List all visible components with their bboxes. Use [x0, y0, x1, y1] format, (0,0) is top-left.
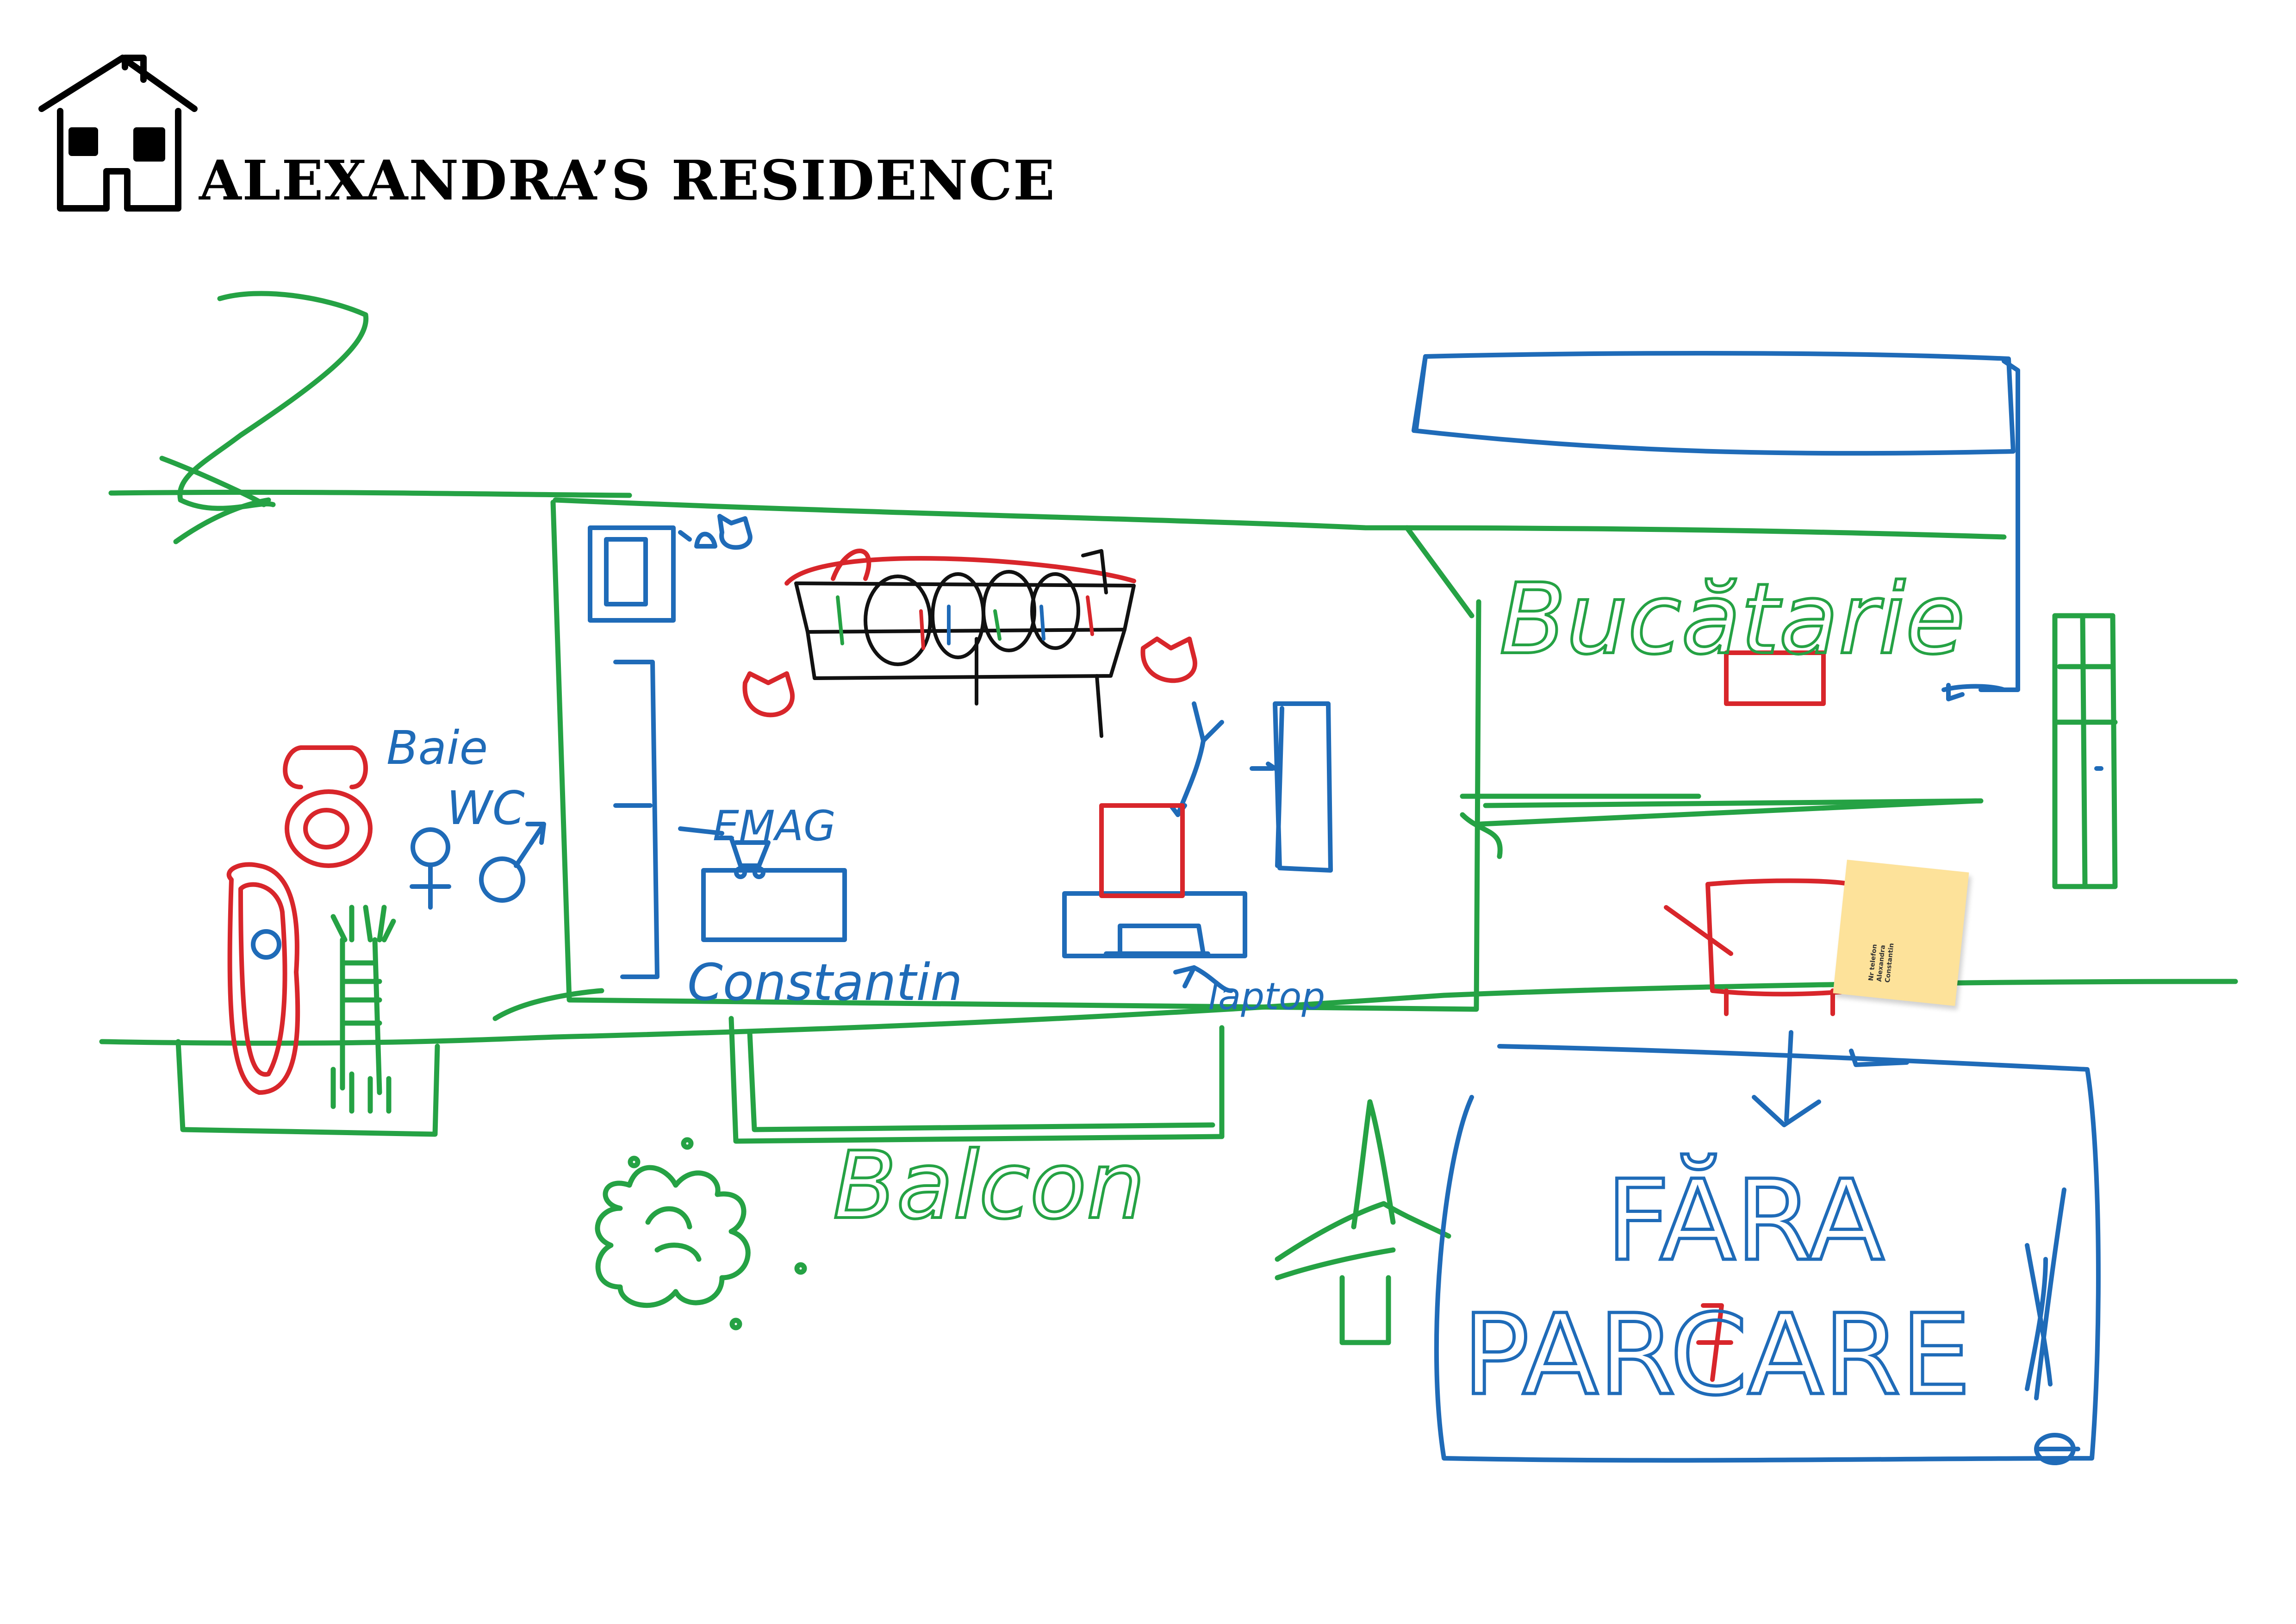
label-emag: EMAG [713, 802, 836, 850]
label-bucatarie: Bucătarie [1500, 562, 1965, 676]
label-constantin: Constantin [687, 953, 963, 1012]
house-icon [38, 55, 198, 212]
label-wc: WC [447, 781, 525, 835]
phone-sticky-note: Nr telefon Alexandra Constantin [1833, 859, 1969, 1006]
label-fara: FĂRA [1606, 1154, 1884, 1286]
label-balcon: Balcon [833, 1132, 1145, 1240]
labels: Bucătarie Baie WC EMAG Constantin laptop… [386, 561, 1972, 1422]
label-parcare: PARCARE [1462, 1290, 1971, 1420]
walls-green [99, 291, 2238, 1345]
furniture-blue [251, 351, 2103, 1465]
page-title: ALEXANDRA’S RESIDENCE [199, 148, 1056, 212]
label-baie: Baie [386, 721, 488, 775]
label-laptop: laptop [1208, 975, 1325, 1018]
sofa-icon [794, 549, 1136, 738]
items-red [226, 549, 1858, 1382]
